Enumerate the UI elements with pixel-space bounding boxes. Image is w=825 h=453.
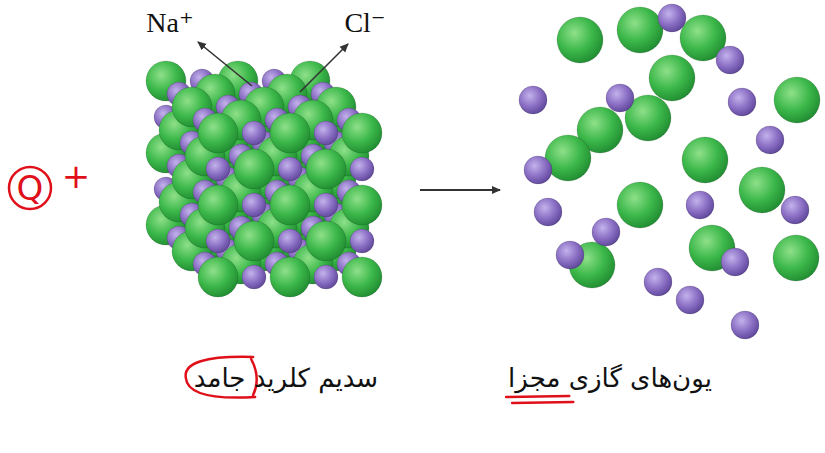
ion-sphere xyxy=(270,113,310,153)
ion-sphere xyxy=(306,149,346,189)
caption-label: سدیم کلرید جامد xyxy=(194,363,378,393)
ion-sphere xyxy=(278,229,302,253)
ion-sphere xyxy=(270,185,310,225)
hand-circle xyxy=(9,167,51,209)
gaseous-ions xyxy=(519,4,820,339)
ion-sphere xyxy=(350,157,374,181)
process-arrow xyxy=(420,189,500,191)
ion-sphere xyxy=(721,248,749,276)
ion-sphere xyxy=(234,221,274,261)
caption-label: یون‌های گازی مجزا xyxy=(508,363,712,393)
ion-sphere xyxy=(206,157,230,181)
ion-sphere xyxy=(342,257,382,297)
ion-sphere xyxy=(773,235,819,281)
hand-mark xyxy=(506,396,569,397)
ion-sphere xyxy=(342,185,382,225)
ion-sphere xyxy=(649,55,695,101)
ion-sphere xyxy=(519,86,547,114)
leader-arrow xyxy=(300,44,348,92)
ion-sphere xyxy=(557,17,603,63)
ion-sphere xyxy=(524,156,552,184)
ion-sphere xyxy=(234,149,274,189)
ion-sphere xyxy=(198,257,238,297)
ion-sphere xyxy=(270,257,310,297)
ion-label: Cl⁻ xyxy=(344,6,385,39)
ion-sphere xyxy=(314,193,338,217)
ion-sphere xyxy=(306,221,346,261)
ion-sphere xyxy=(534,198,562,226)
ion-sphere xyxy=(682,137,728,183)
ion-sphere xyxy=(545,135,591,181)
ion-sphere xyxy=(198,185,238,225)
ion-sphere xyxy=(314,265,338,289)
ion-sphere xyxy=(781,196,809,224)
ion-sphere xyxy=(756,126,784,154)
ion-sphere xyxy=(278,157,302,181)
ion-sphere xyxy=(739,167,785,213)
ion-sphere xyxy=(242,193,266,217)
ion-sphere xyxy=(617,7,663,53)
ion-sphere xyxy=(242,121,266,145)
ion-sphere xyxy=(658,4,686,32)
ion-sphere xyxy=(686,191,714,219)
ion-sphere xyxy=(716,46,744,74)
ion-sphere xyxy=(606,84,634,112)
ion-sphere xyxy=(676,286,704,314)
hand-note: Q xyxy=(17,168,44,208)
ion-sphere xyxy=(342,113,382,153)
ion-sphere xyxy=(728,88,756,116)
leader-arrow xyxy=(198,42,252,86)
ion-sphere xyxy=(592,218,620,246)
ion-sphere xyxy=(731,311,759,339)
ion-sphere xyxy=(242,265,266,289)
ion-sphere xyxy=(556,241,584,269)
ion-sphere xyxy=(644,268,672,296)
ion-sphere xyxy=(206,229,230,253)
ion-sphere xyxy=(774,77,820,123)
hand-mark xyxy=(512,402,573,403)
ion-label: Na⁺ xyxy=(146,6,193,39)
hand-note: + xyxy=(62,156,91,196)
ion-sphere xyxy=(350,229,374,253)
ion-sphere xyxy=(617,182,663,228)
ion-sphere xyxy=(314,121,338,145)
ion-sphere xyxy=(198,113,238,153)
nacl-crystal xyxy=(146,61,382,297)
